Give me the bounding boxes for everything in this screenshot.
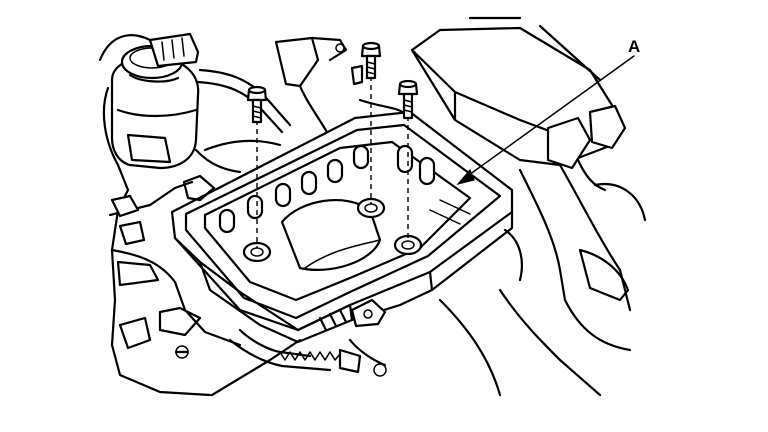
bolt-hole xyxy=(242,241,272,263)
bolt xyxy=(350,41,382,86)
bolt-hole xyxy=(356,197,386,219)
bolt xyxy=(246,85,268,124)
arrowhead-icon xyxy=(456,168,475,186)
bolt xyxy=(397,79,419,120)
left-connector xyxy=(110,174,216,246)
callout-a: A xyxy=(456,37,640,186)
mounting-bracket xyxy=(318,298,387,332)
leader-line xyxy=(461,55,635,181)
electrical-connector xyxy=(98,32,200,68)
bolt-holes xyxy=(242,197,423,263)
engine-background-right xyxy=(410,16,647,397)
upper-connector xyxy=(274,36,348,162)
callout-a-label: A xyxy=(628,37,640,56)
alignment-lines xyxy=(256,76,409,248)
fluid-reservoir xyxy=(110,44,200,170)
spring-clamp xyxy=(174,338,387,377)
bolt-hole xyxy=(393,234,423,256)
tray-ribs xyxy=(218,144,436,234)
